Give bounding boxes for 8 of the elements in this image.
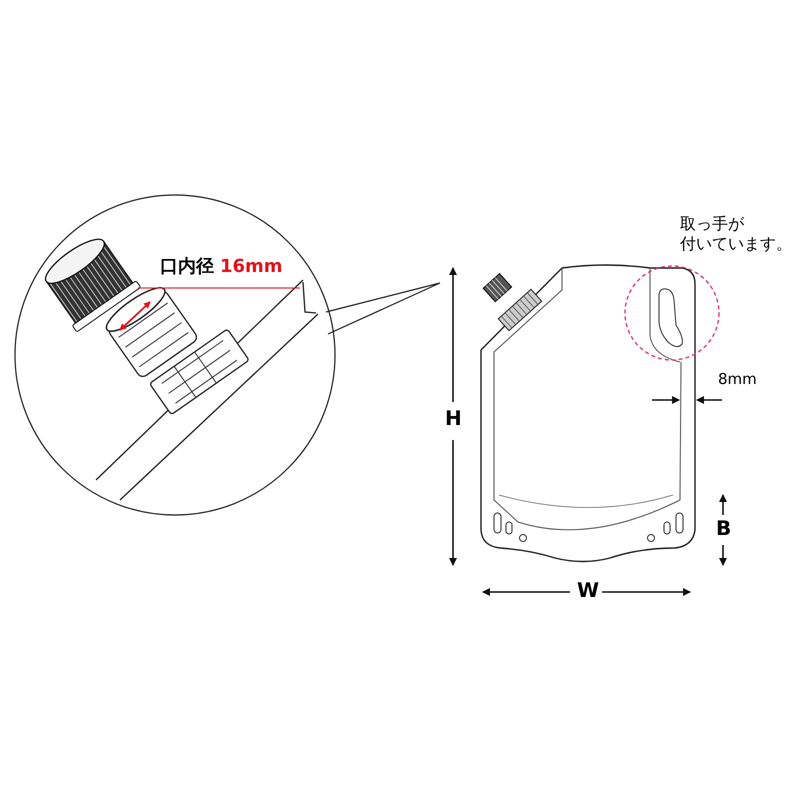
dimension-label: 16mm xyxy=(220,258,283,276)
dimension-label: 付いています。 xyxy=(680,236,792,252)
dimension-label: 口内径 xyxy=(160,258,214,276)
dimension-label: 8mm xyxy=(718,372,757,387)
dimension-label: W xyxy=(577,580,600,600)
dimension-label: H xyxy=(445,408,462,428)
dimension-label: 取っ手が xyxy=(680,216,744,232)
dimension-label: B xyxy=(716,518,732,538)
